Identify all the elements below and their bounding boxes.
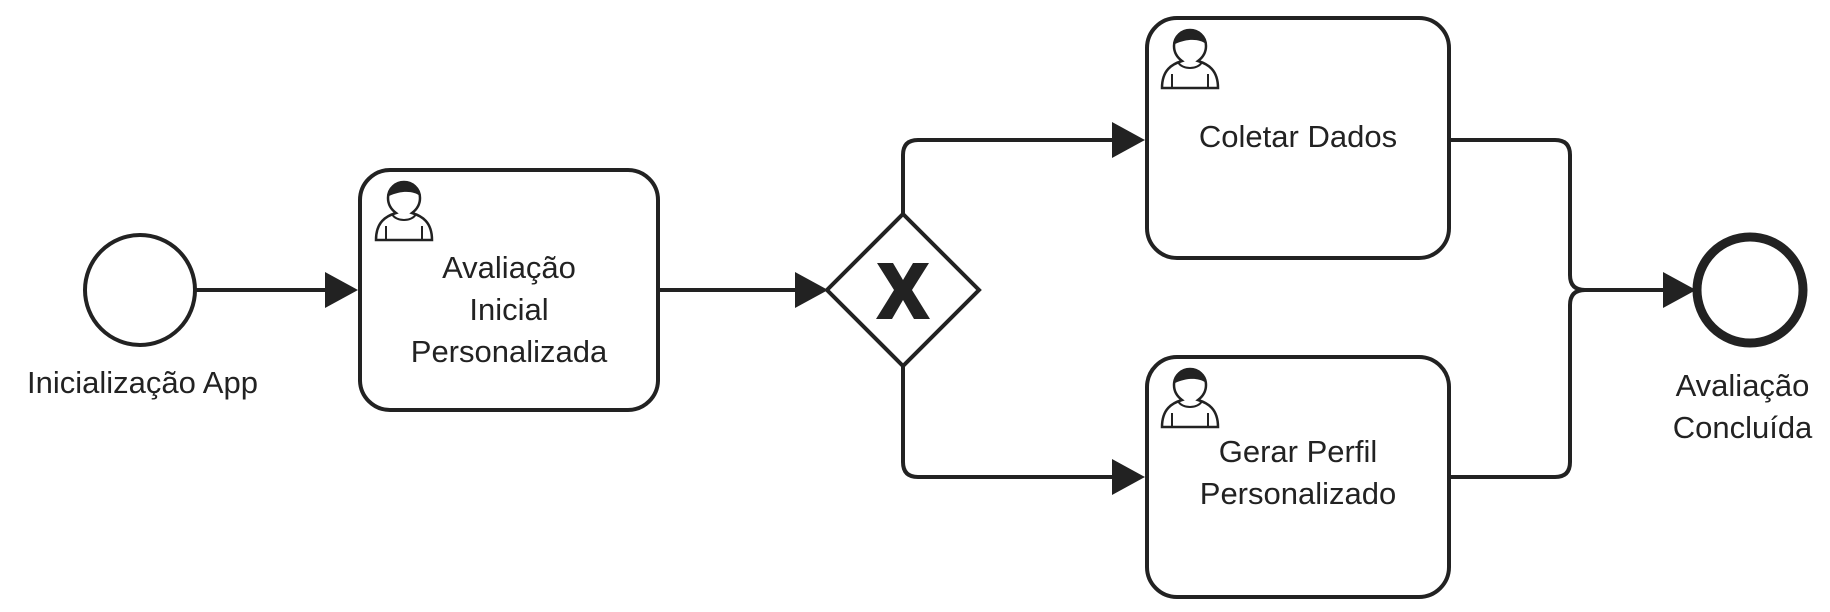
task-label-line: Inicial bbox=[469, 292, 549, 328]
task-label-line: Avaliação bbox=[442, 250, 576, 286]
task-generate-profile[interactable] bbox=[1145, 355, 1451, 599]
arrow-head bbox=[325, 272, 358, 308]
task-initial-assessment-label: Avaliação Inicial Personalizada bbox=[360, 210, 658, 410]
arrow-head bbox=[795, 272, 828, 308]
user-icon bbox=[374, 180, 434, 242]
task-collect-data-label: Coletar Dados bbox=[1147, 115, 1449, 159]
start-event-label: Inicialização App bbox=[27, 365, 258, 400]
task-label-line: Coletar Dados bbox=[1198, 119, 1398, 155]
arrow-head bbox=[1112, 459, 1145, 495]
sequence-flow-gateway-to-profile[interactable] bbox=[901, 366, 1135, 479]
task-label-line: Gerar Perfil bbox=[1218, 434, 1378, 470]
task-label-line: Personalizado bbox=[1199, 476, 1397, 511]
start-event[interactable] bbox=[83, 233, 197, 347]
arrow-head bbox=[1663, 272, 1696, 308]
user-icon bbox=[1160, 28, 1220, 90]
gateway-x-icon bbox=[876, 263, 930, 319]
task-label-line: Personalizada bbox=[410, 333, 608, 369]
end-label-line: Concluída bbox=[1672, 410, 1813, 445]
sequence-flow-profile-to-end[interactable] bbox=[1451, 288, 1685, 479]
end-event[interactable] bbox=[1692, 232, 1808, 348]
task-generate-profile-label: Gerar Perfil Personalizado bbox=[1147, 428, 1449, 518]
task-initial-assessment[interactable] bbox=[358, 168, 660, 412]
task-collect-data[interactable] bbox=[1145, 16, 1451, 260]
end-event-label: Avaliação Concluída bbox=[1655, 362, 1830, 452]
end-label-line: Avaliação bbox=[1675, 368, 1810, 404]
user-icon bbox=[1160, 367, 1220, 429]
sequence-flow-gateway-to-collect[interactable] bbox=[901, 138, 1135, 214]
arrow-head bbox=[1112, 122, 1145, 158]
sequence-flow-collect-to-end[interactable] bbox=[1451, 138, 1586, 292]
